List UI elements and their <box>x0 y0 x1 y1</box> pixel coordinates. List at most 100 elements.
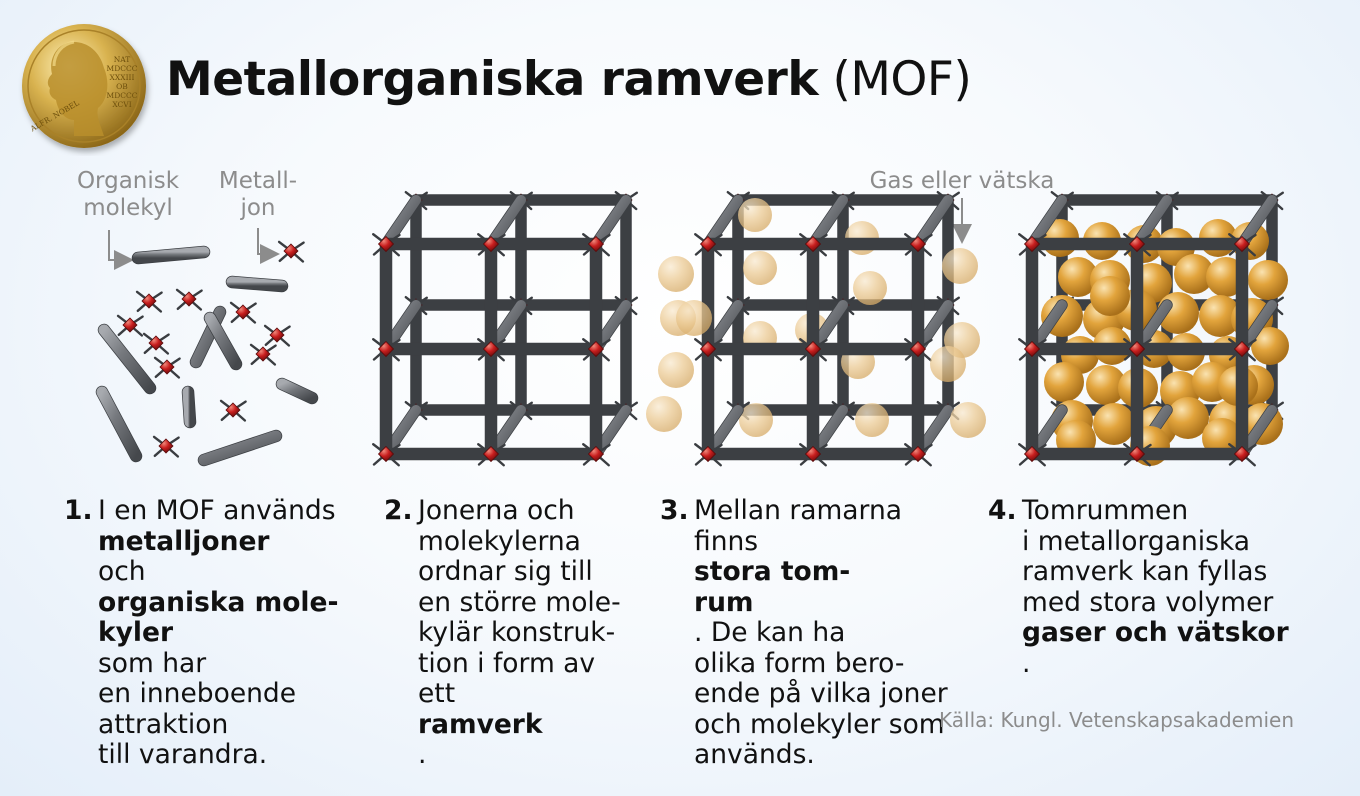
page-title: Metallorganiska ramverk (MOF) <box>166 56 972 103</box>
step-line: och molekyler som <box>694 709 948 741</box>
gas-sphere-icon <box>1167 397 1209 439</box>
step-line: Tomrummen <box>1022 495 1289 527</box>
organic-molecule-rod-icon <box>225 275 289 293</box>
metal-ion-icon <box>229 301 257 324</box>
metal-ion-icon <box>1228 233 1257 257</box>
organic-molecule-rod-icon <box>590 194 632 250</box>
step-line: rum. De kan ha <box>694 586 948 649</box>
metal-ion-icon <box>799 443 828 467</box>
organic-molecule-rod-icon <box>203 311 243 371</box>
step-line: I en MOF används <box>98 495 338 527</box>
svg-text:NAT: NAT <box>114 55 131 64</box>
body-text: används. <box>694 739 815 770</box>
body-text: finns <box>694 525 759 557</box>
gas-sphere-icon <box>1251 327 1289 365</box>
body-text: . <box>418 739 427 770</box>
gas-sphere-icon <box>743 251 777 285</box>
body-text: och <box>98 556 146 587</box>
step-line: Mellan ramarna <box>694 495 948 527</box>
body-text: Tomrummen <box>1022 495 1189 526</box>
step-line: finns stora tom- <box>694 525 948 588</box>
metal-ion-icon <box>904 338 933 362</box>
organic-molecule-rod-icon <box>197 429 283 467</box>
step-line: ramverk kan fyllas <box>1022 556 1289 588</box>
gas-sphere-icon <box>930 346 966 382</box>
gas-sphere-icon <box>1058 257 1098 297</box>
gas-sphere-icon <box>853 271 887 305</box>
body-text: en större mole- <box>418 586 621 618</box>
metal-ion-icon <box>135 290 163 313</box>
step-line: metalljoner och <box>98 525 338 588</box>
svg-text:XXXIII: XXXIII <box>110 73 135 82</box>
gas-sphere-icon <box>1086 365 1126 405</box>
body-text: attraktion <box>98 708 229 740</box>
emphasis-text: kyler <box>98 617 174 648</box>
metal-ion-icon <box>116 314 144 337</box>
metal-ion-icon <box>263 324 291 347</box>
metal-ion-icon <box>372 443 401 467</box>
organic-molecule-rod-icon <box>95 385 143 463</box>
metal-ion-icon <box>904 233 933 257</box>
body-text: Mellan ramarna <box>694 495 903 526</box>
step-line: gaser och vätskor. <box>1022 617 1289 679</box>
metal-ion-icon <box>582 338 611 362</box>
step-line: olika form bero- <box>694 647 948 680</box>
metal-ion-icon <box>152 435 180 458</box>
step-line: Jonerna och <box>418 495 621 527</box>
metal-ion-icon <box>1123 233 1152 257</box>
gas-sphere-icon <box>1174 254 1214 294</box>
metal-ion-icon <box>1018 233 1047 257</box>
title-abbrev: (MOF) <box>832 52 972 107</box>
title-main: Metallorganiska ramverk <box>166 52 819 107</box>
panel-components <box>95 240 319 467</box>
metal-ion-icon <box>582 443 611 467</box>
body-text: ordnar sig till <box>418 556 593 587</box>
step-line: en större mole- <box>418 586 621 619</box>
step-number: 3. <box>660 495 689 526</box>
gas-sphere-icon <box>646 396 682 432</box>
step-line: ett ramverk. <box>418 678 621 771</box>
organic-molecule-rod-icon <box>485 194 527 250</box>
gas-sphere-icon <box>739 403 773 437</box>
gas-sphere-icon <box>942 248 978 284</box>
metal-ion-icon <box>153 356 181 379</box>
organic-molecule-rod-icon <box>181 385 197 429</box>
step-line: ordnar sig till <box>418 556 621 588</box>
gas-sphere-icon <box>658 352 694 388</box>
metal-ion-icon <box>142 332 170 355</box>
body-text: tion i form av <box>418 647 596 679</box>
panel-framework <box>372 190 638 467</box>
svg-text:OB: OB <box>116 82 128 91</box>
gas-sphere-icon <box>738 198 772 232</box>
body-text: I en MOF används <box>98 495 336 526</box>
metal-ion-icon <box>1018 443 1047 467</box>
metal-ion-icon <box>799 338 828 362</box>
step-line: används. <box>694 739 948 771</box>
emphasis-text: rum <box>694 586 754 618</box>
body-text: molekylerna <box>418 525 581 557</box>
body-text: ett <box>418 678 456 709</box>
metal-ion-icon <box>694 338 723 362</box>
metal-ion-icon <box>1123 443 1152 467</box>
organic-molecule-rod-icon <box>131 245 211 265</box>
emphasis-text: metalljoner <box>98 525 270 557</box>
organic-molecule-rod-icon <box>912 194 954 250</box>
metal-ion-icon <box>904 443 933 467</box>
leader-organic <box>108 230 134 270</box>
body-text: i metallorganiska <box>1022 525 1251 557</box>
step-line: en inneboende <box>98 678 338 710</box>
label-metal-ion: Metall-jon <box>218 168 298 221</box>
metal-ion-icon <box>175 288 203 311</box>
body-text: kylär konstruk- <box>418 617 616 648</box>
step-line: kyler som har <box>98 617 338 679</box>
step-number: 4. <box>988 495 1017 526</box>
metal-ion-icon <box>372 233 401 257</box>
step-line: tion i form av <box>418 647 621 680</box>
metal-ion-icon <box>219 399 247 422</box>
body-text: olika form bero- <box>694 647 905 679</box>
step-line: attraktion <box>98 708 338 741</box>
